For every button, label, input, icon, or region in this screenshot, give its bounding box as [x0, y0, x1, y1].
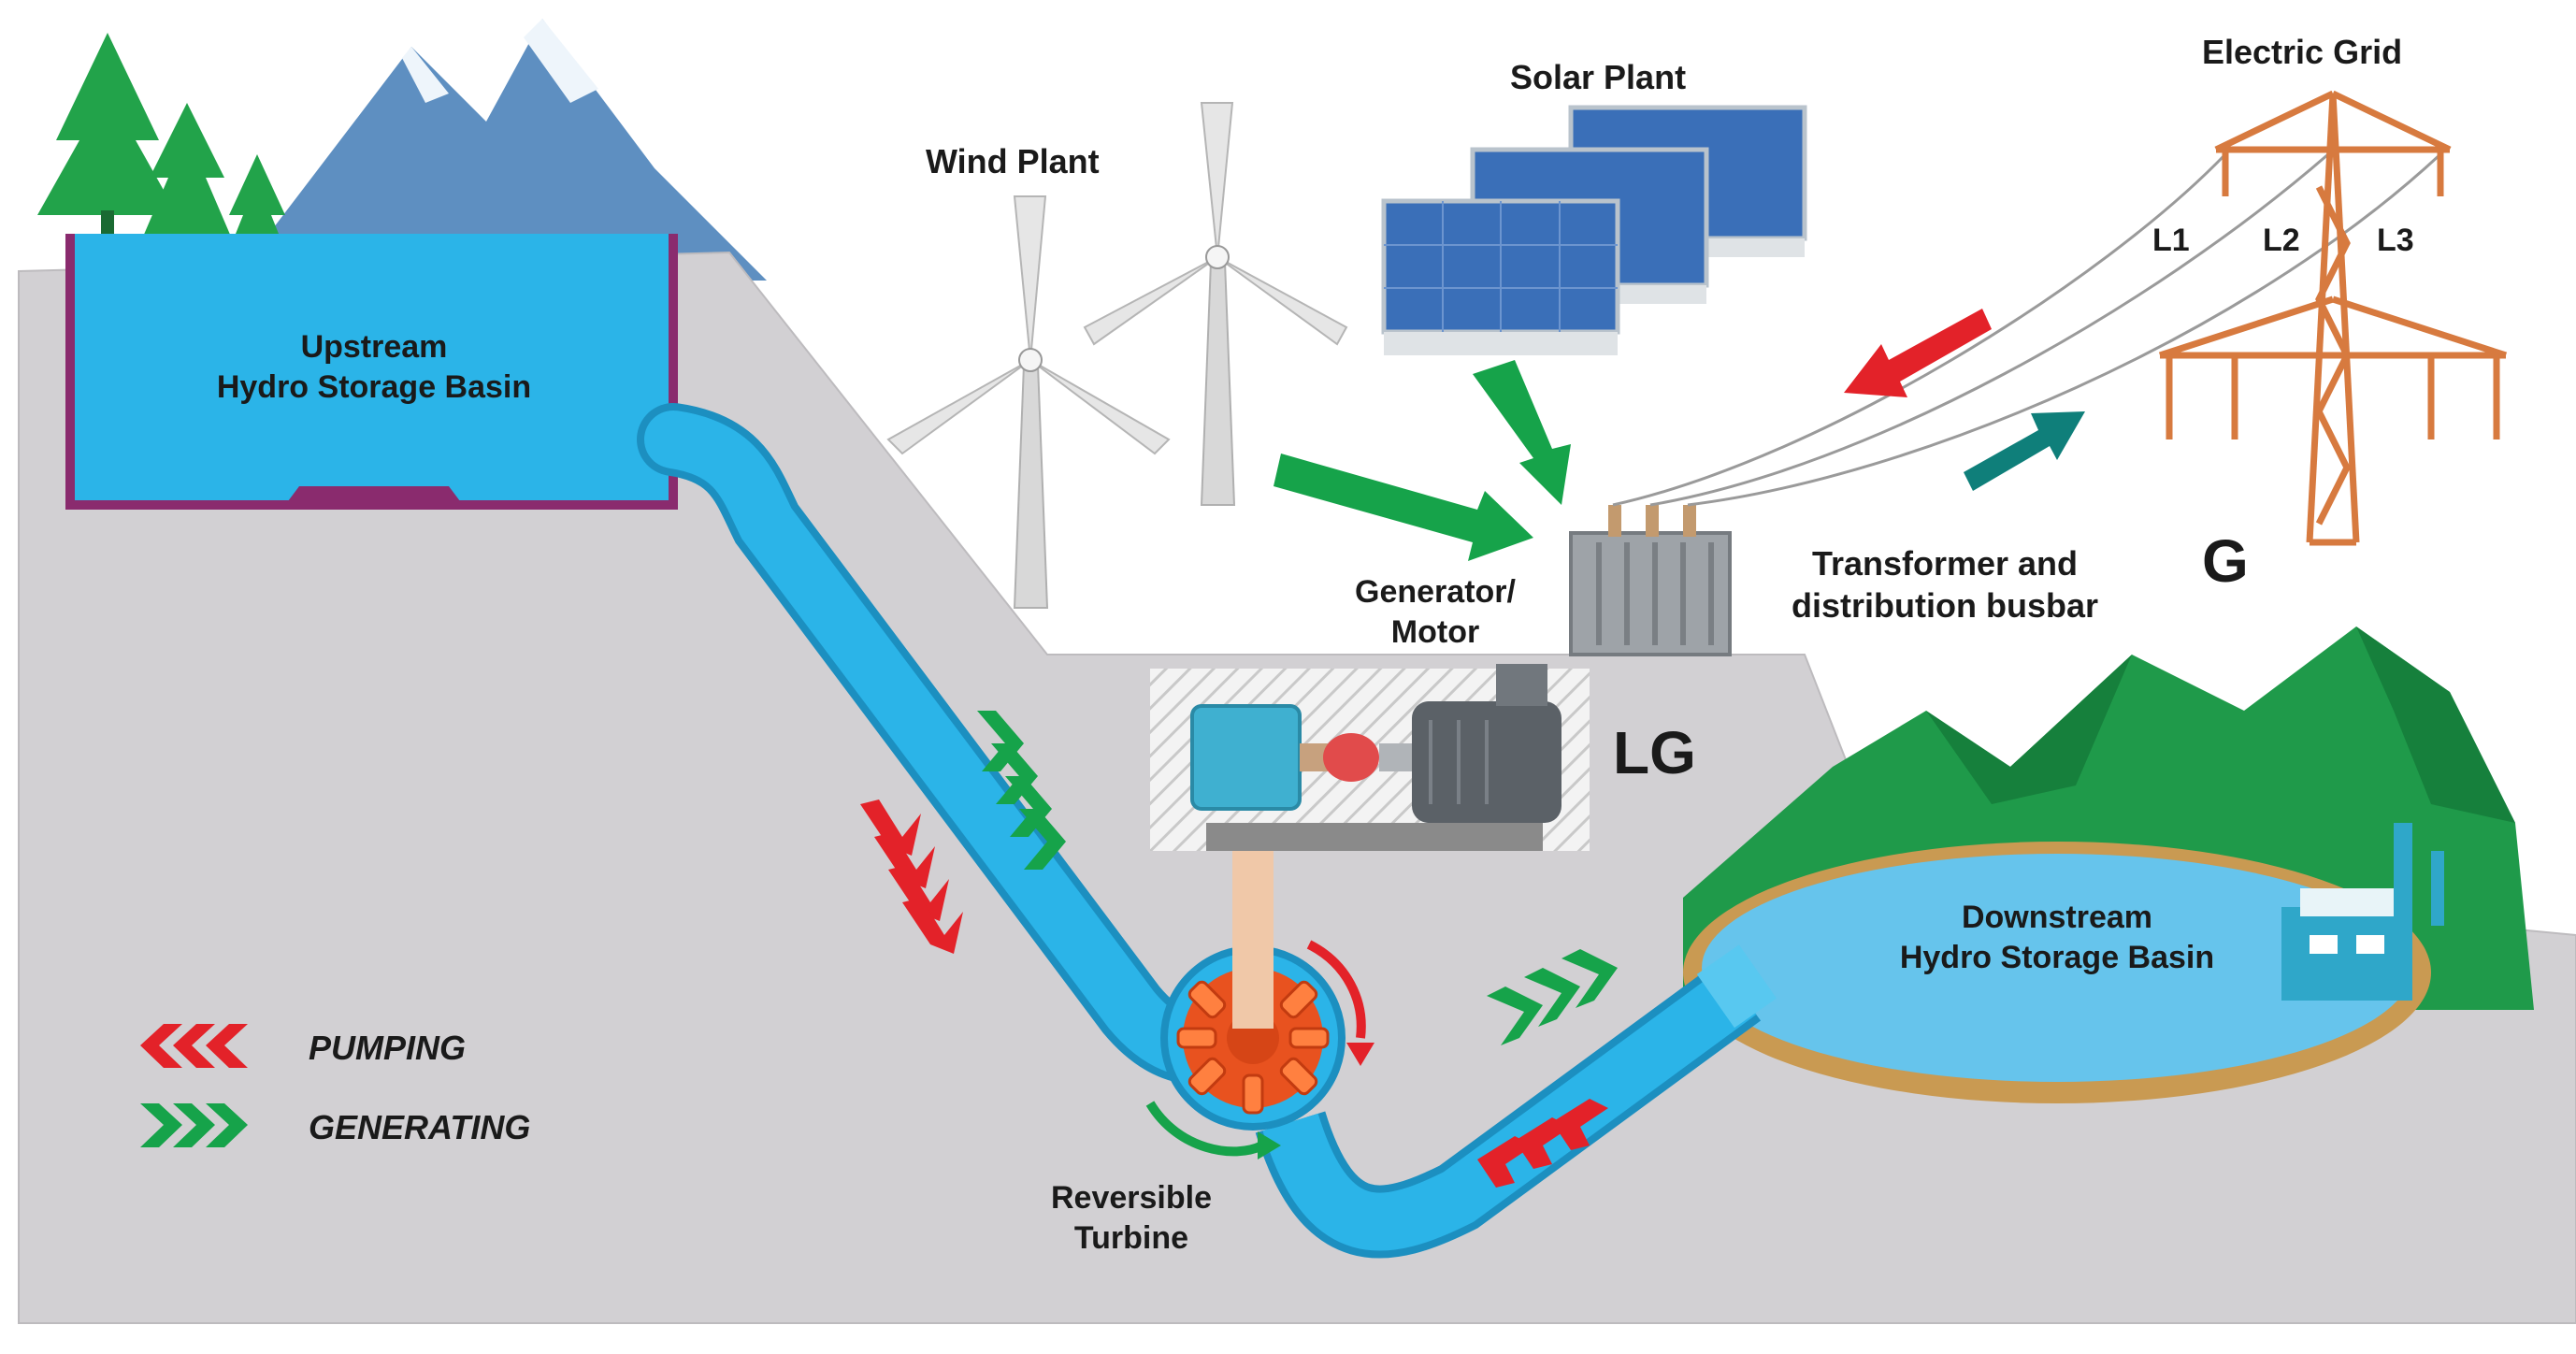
pine-trees	[37, 33, 290, 262]
pumping-chevrons-penstock	[860, 799, 963, 954]
pumping-chevrons-tailrace	[1477, 1099, 1608, 1188]
g-label: G	[2202, 527, 2249, 595]
wind-turbines	[886, 102, 1348, 609]
generating-chevrons-tailrace	[1487, 949, 1618, 1045]
solar-panels	[1381, 105, 1807, 355]
legend-generating-label: GENERATING	[309, 1108, 531, 1146]
electric-grid-label: Electric Grid	[2202, 33, 2403, 71]
transformer-label-line1: Transformer and	[1811, 544, 2079, 583]
upstream-basin	[65, 234, 678, 510]
reversible-turbine	[1160, 851, 1346, 1131]
downstream-label-line2: Hydro Storage Basin	[1899, 939, 2215, 975]
grid-import-arrow	[1844, 309, 1992, 397]
turbine-label-line2: Turbine	[1073, 1219, 1189, 1256]
solar-to-transformer-arrow	[1473, 360, 1571, 505]
transformer	[1569, 505, 1732, 656]
turbine-label-line1: Reversible	[1051, 1180, 1212, 1216]
legend-pumping-label: PUMPING	[309, 1029, 467, 1067]
upstream-label-line2: Hydro Storage Basin	[216, 368, 532, 405]
wind-to-transformer-arrow	[1274, 454, 1533, 561]
line-l1-label: L1	[2152, 223, 2190, 258]
line-l3-label: L3	[2377, 223, 2414, 258]
generator-label-line2: Motor	[1390, 613, 1480, 650]
upstream-basin-label: Upstream Hydro Storage Basin	[164, 327, 584, 407]
generating-chevrons-penstock	[977, 711, 1066, 870]
powerhouse	[1150, 664, 1590, 851]
legend-generating-icon	[140, 1103, 248, 1147]
rotation-arrows	[1145, 940, 1374, 1160]
grid-export-arrow	[1964, 411, 2085, 491]
transformer-label-line2: distribution busbar	[1792, 586, 2098, 625]
pump-station-building	[2281, 823, 2444, 1001]
upstream-label-line1: Upstream	[300, 329, 448, 365]
downstream-label-line1: Downstream	[1961, 900, 2153, 935]
generator-motor-label: Generator/ Motor	[1328, 572, 1543, 652]
transformer-label: Transformer and distribution busbar	[1758, 542, 2132, 627]
downstream-basin	[1683, 842, 2431, 1103]
downstream-basin-label: Downstream Hydro Storage Basin	[1833, 898, 2281, 977]
power-lines	[1612, 152, 2442, 507]
generator-label-line1: Generator/	[1355, 574, 1516, 610]
solar-plant-label: Solar Plant	[1510, 58, 1687, 96]
reversible-turbine-label: Reversible Turbine	[1010, 1178, 1253, 1258]
mountain-range	[262, 19, 767, 281]
line-l2-label: L2	[2263, 223, 2300, 258]
wind-plant-label: Wind Plant	[926, 142, 1100, 180]
electric-tower	[2158, 90, 2508, 546]
lg-label: LG	[1613, 719, 1696, 786]
legend-pumping-icon	[140, 1024, 248, 1068]
